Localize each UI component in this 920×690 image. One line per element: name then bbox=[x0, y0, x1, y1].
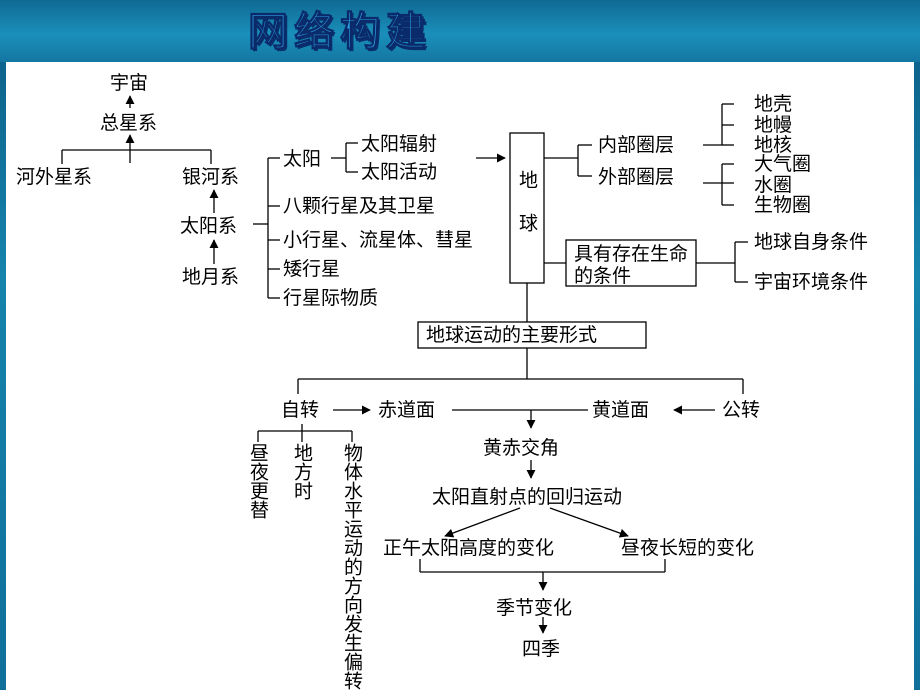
node-mantle: 地幔 bbox=[754, 114, 793, 136]
node-subsolar-migration: 太阳直射点的回归运动 bbox=[432, 486, 623, 508]
node-dwarf-planets: 矮行星 bbox=[283, 258, 341, 280]
node-extragalactic: 河外星系 bbox=[16, 166, 93, 188]
node-revolution: 公转 bbox=[722, 399, 761, 421]
node-deflection: 物体水平运动的方向发生偏转 bbox=[341, 443, 363, 690]
node-earth-motion-forms: 地球运动的主要形式 bbox=[426, 324, 598, 346]
node-day-length: 昼夜长短的变化 bbox=[621, 537, 755, 559]
node-earth-moon-system: 地月系 bbox=[182, 266, 240, 288]
node-equatorial-plane: 赤道面 bbox=[378, 399, 436, 421]
node-asteroids: 小行星、流星体、彗星 bbox=[283, 229, 474, 251]
node-day-night-alternation: 昼夜更替 bbox=[247, 443, 269, 519]
node-earth: 地球 bbox=[516, 170, 538, 256]
node-biosphere: 生物圈 bbox=[754, 194, 812, 216]
node-noon-sun-altitude: 正午太阳高度的变化 bbox=[383, 537, 555, 559]
node-planets: 八颗行星及其卫星 bbox=[283, 195, 436, 217]
title-band bbox=[0, 0, 920, 62]
slide-title: 网络构建 bbox=[248, 8, 432, 56]
node-inner-layers: 内部圈层 bbox=[598, 134, 675, 156]
node-interplanetary-matter: 行星际物质 bbox=[283, 287, 379, 309]
node-life-conditions: 具有存在生命的条件 bbox=[574, 243, 689, 287]
node-sun: 太阳 bbox=[283, 148, 322, 170]
node-seasonal-change: 季节变化 bbox=[496, 597, 573, 619]
diagram-panel bbox=[6, 62, 914, 690]
node-solar-activity: 太阳活动 bbox=[361, 161, 438, 183]
node-crust: 地壳 bbox=[754, 93, 793, 115]
node-hydrosphere: 水圈 bbox=[754, 174, 793, 196]
node-earth-own-conditions: 地球自身条件 bbox=[754, 231, 869, 253]
node-local-time: 地方时 bbox=[291, 443, 313, 500]
node-total-galaxy: 总星系 bbox=[100, 112, 158, 134]
node-core: 地核 bbox=[754, 134, 793, 156]
node-universe: 宇宙 bbox=[110, 72, 149, 94]
node-rotation: 自转 bbox=[281, 399, 320, 421]
node-solar-system: 太阳系 bbox=[180, 215, 238, 237]
node-milky-way: 银河系 bbox=[182, 166, 240, 188]
node-atmosphere: 大气圈 bbox=[754, 153, 812, 175]
node-outer-layers: 外部圈层 bbox=[598, 166, 675, 188]
node-four-seasons: 四季 bbox=[522, 638, 561, 660]
node-obliquity: 黄赤交角 bbox=[483, 437, 560, 459]
node-ecliptic-plane: 黄道面 bbox=[592, 399, 650, 421]
node-cosmic-conditions: 宇宙环境条件 bbox=[754, 271, 869, 293]
node-solar-radiation: 太阳辐射 bbox=[361, 133, 438, 155]
